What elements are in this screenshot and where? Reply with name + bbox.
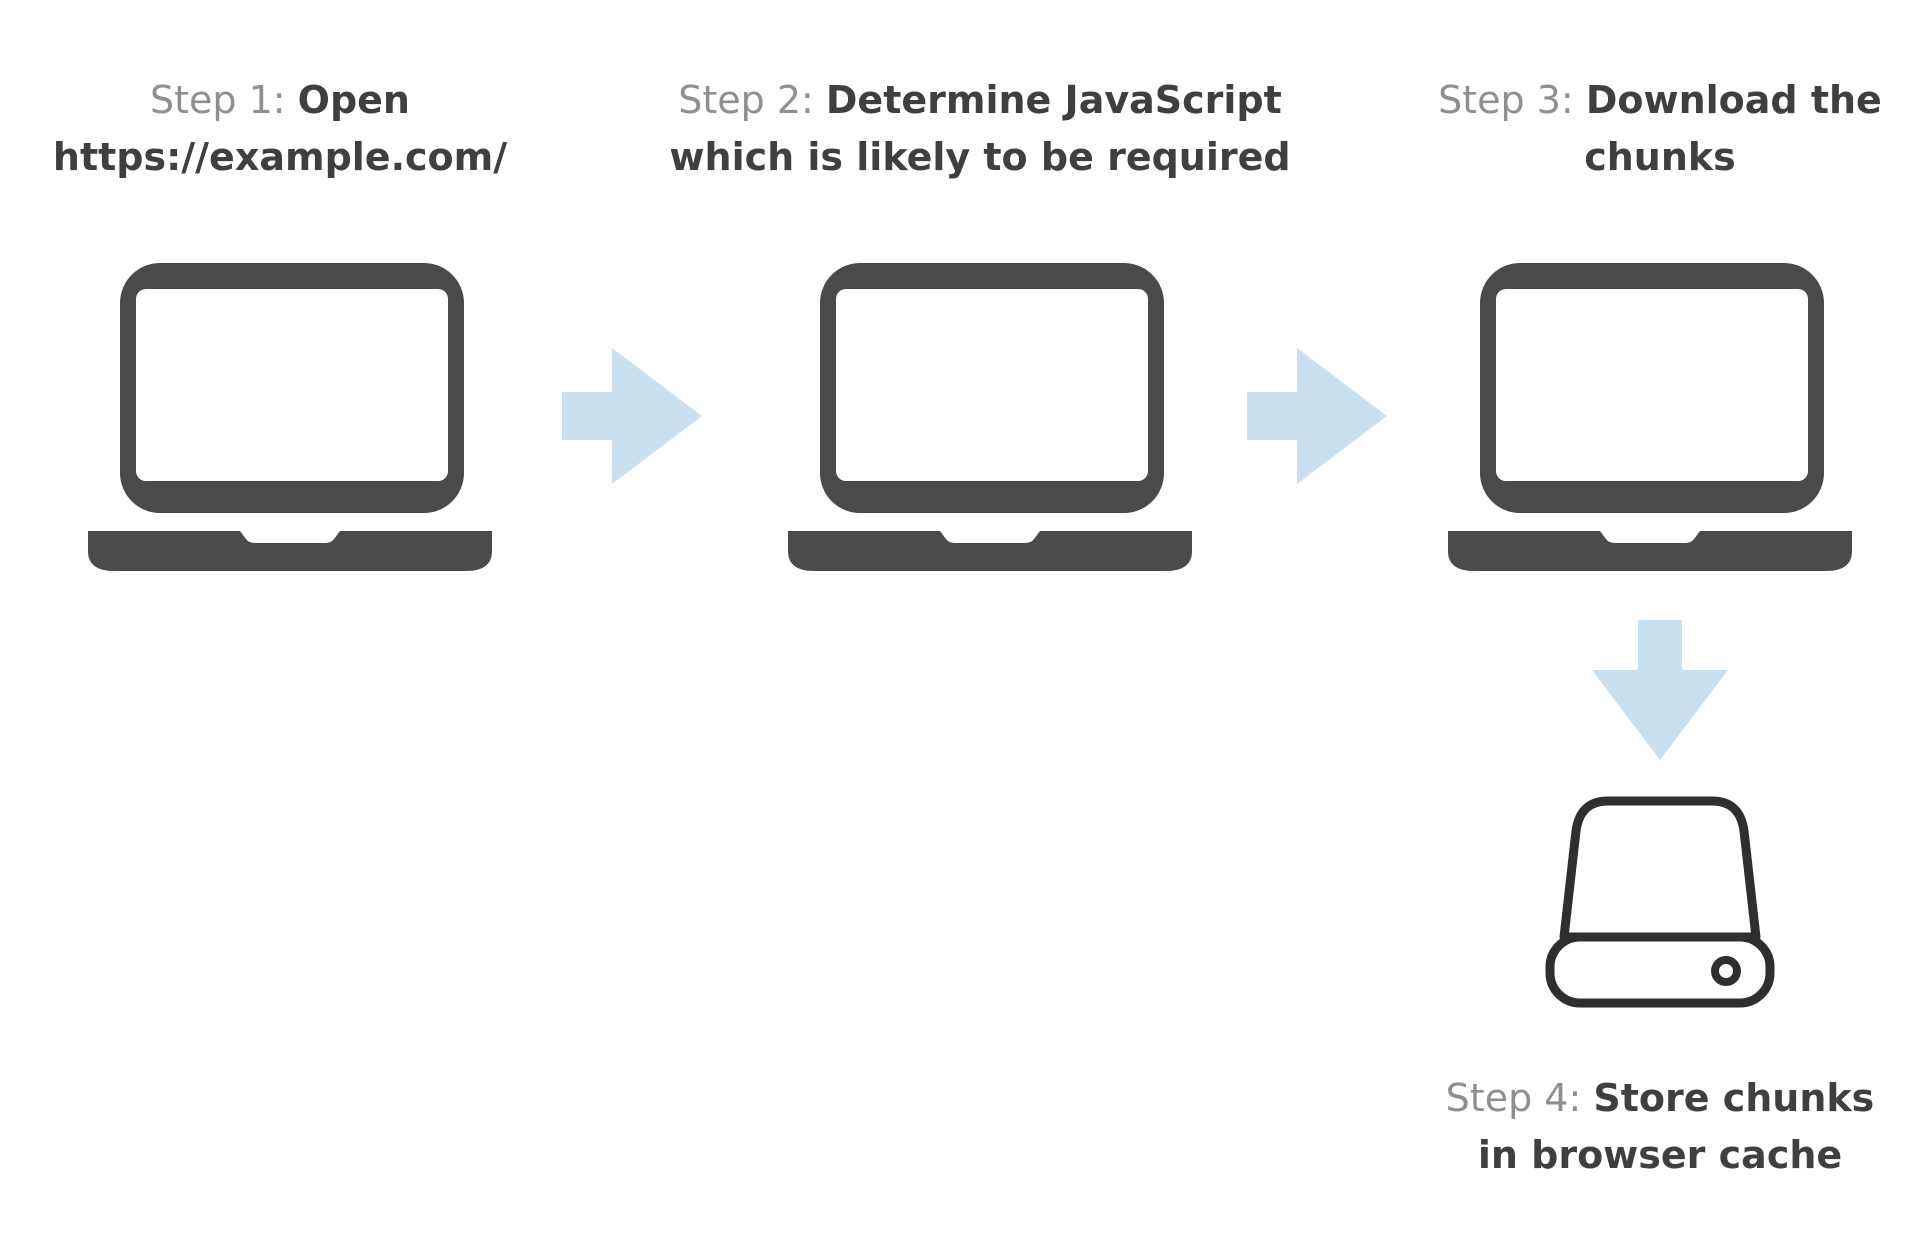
- step-3-title-line-1: Download the: [1585, 78, 1882, 122]
- arrow-down-icon: [1592, 620, 1728, 760]
- step-2-caption: Step 2: Determine JavaScript which is li…: [660, 72, 1300, 186]
- laptop-icon: [88, 263, 492, 571]
- step-3-caption: Step 3: Download the chunks: [1410, 72, 1910, 186]
- step-4-caption: Step 4: Store chunks in browser cache: [1420, 1070, 1900, 1184]
- step-2-title-line-1: Determine JavaScript: [825, 78, 1282, 122]
- step-1-prefix: Step 1:: [149, 78, 298, 122]
- step-3-prefix: Step 3:: [1438, 78, 1586, 122]
- laptop-icon: [1448, 263, 1852, 571]
- step-1-caption: Step 1: Open https://example.com/: [30, 72, 530, 186]
- arrow-right-icon: [1247, 348, 1387, 484]
- step-4-title-line-2: in browser cache: [1477, 1133, 1843, 1177]
- step-4-title-line-1: Store chunks: [1593, 1076, 1875, 1120]
- hard-drive-icon: [1545, 796, 1775, 1008]
- step-2-title-line-2: which is likely to be required: [669, 135, 1291, 179]
- step-1-title-line-2: https://example.com/: [52, 135, 508, 179]
- step-1-title-line-1: Open: [297, 78, 410, 122]
- step-4-prefix: Step 4:: [1445, 1076, 1594, 1120]
- step-2-prefix: Step 2:: [678, 78, 826, 122]
- arrow-right-icon: [562, 348, 702, 484]
- laptop-icon: [788, 263, 1192, 571]
- step-3-title-line-2: chunks: [1584, 135, 1736, 179]
